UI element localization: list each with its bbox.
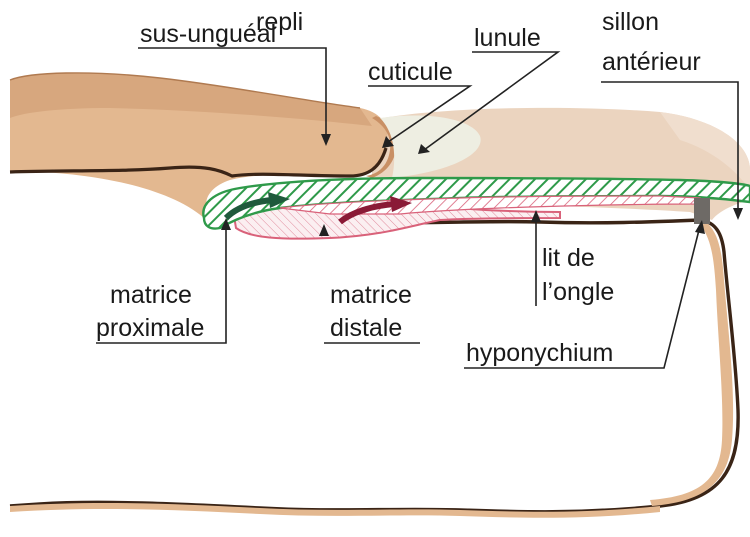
label-lunule: lunule	[474, 24, 541, 52]
label-cuticule: cuticule	[368, 58, 453, 86]
label-matrice-proximale-line1: matrice	[110, 281, 192, 309]
label-matrice-distale-line2: distale	[330, 314, 402, 342]
label-sillon-line2: antérieur	[602, 48, 701, 76]
label-lit-line1: lit de	[542, 244, 595, 272]
finger-pulp-inner	[650, 222, 733, 506]
finger-pulp-outline	[10, 214, 738, 512]
label-matrice-distale-line1: matrice	[330, 281, 412, 309]
leader-sillon-arrowhead	[733, 208, 743, 220]
label-lit-line2: l’ongle	[542, 278, 614, 306]
label-sillon-line1: sillon	[602, 8, 659, 36]
label-hyponychium: hyponychium	[466, 339, 613, 367]
label-matrice-proximale-line2: proximale	[96, 314, 204, 342]
label-repli-line2: sus-unguéal	[140, 20, 276, 48]
